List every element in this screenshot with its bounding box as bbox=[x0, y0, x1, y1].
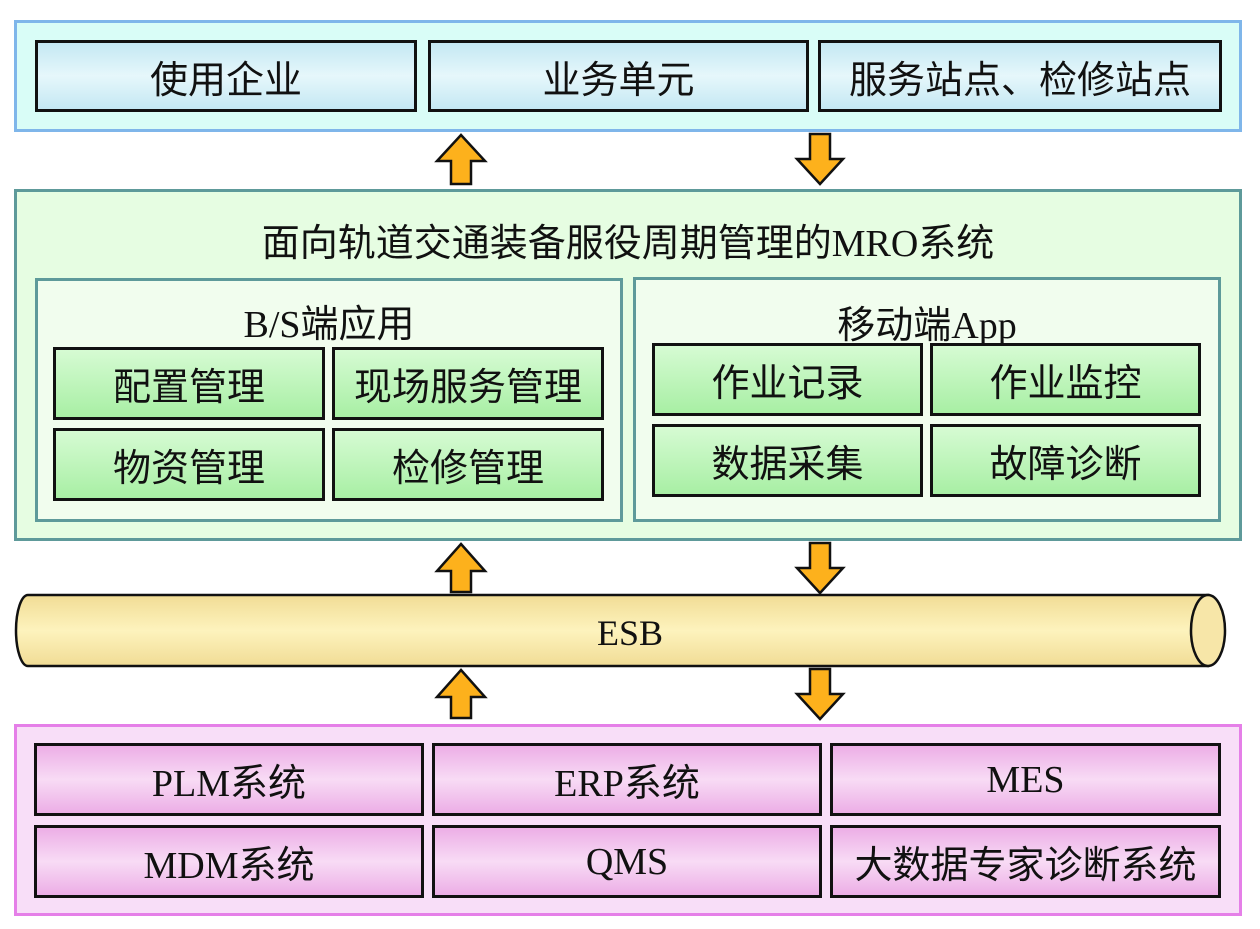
system-big-data-expert-diagnosis: 大数据专家诊断系统 bbox=[830, 825, 1221, 898]
arrow-up-icon bbox=[434, 133, 488, 186]
arrow-down-icon bbox=[794, 541, 846, 595]
arrow-up-icon bbox=[434, 668, 488, 720]
module-work-monitoring: 作业监控 bbox=[930, 343, 1201, 416]
module-label: 作业监控 bbox=[989, 363, 1142, 405]
arrow-down-icon bbox=[794, 132, 846, 186]
module-label: 配置管理 bbox=[112, 367, 265, 409]
esb-bus-end bbox=[1189, 593, 1227, 668]
module-fault-diagnosis: 故障诊断 bbox=[930, 424, 1201, 497]
system-label: 大数据专家诊断系统 bbox=[854, 845, 1197, 887]
mobile-app-title: 移动端App bbox=[837, 305, 1017, 347]
module-data-collection: 数据采集 bbox=[652, 424, 923, 497]
module-label: 物资管理 bbox=[112, 448, 265, 490]
esb-label: ESB bbox=[596, 613, 664, 653]
module-label: 数据采集 bbox=[711, 444, 864, 486]
module-label: 检修管理 bbox=[391, 448, 544, 490]
top-box-label: 使用企业 bbox=[149, 59, 302, 102]
system-erp: ERP系统 bbox=[432, 743, 822, 816]
system-qms: QMS bbox=[432, 825, 822, 898]
module-field-service-management: 现场服务管理 bbox=[332, 347, 604, 420]
module-work-record: 作业记录 bbox=[652, 343, 923, 416]
system-label: MES bbox=[986, 758, 1065, 801]
module-label: 现场服务管理 bbox=[353, 367, 582, 409]
system-plm: PLM系统 bbox=[34, 743, 424, 816]
arrow-down-icon bbox=[794, 667, 846, 721]
bs-app-title: B/S端应用 bbox=[243, 304, 415, 346]
top-box-label: 业务单元 bbox=[542, 59, 695, 102]
system-mes: MES bbox=[830, 743, 1221, 816]
mro-system-title: 面向轨道交通装备服役周期管理的MRO系统 bbox=[261, 223, 995, 265]
module-maintenance-management: 检修管理 bbox=[332, 428, 604, 501]
module-label: 作业记录 bbox=[711, 363, 864, 405]
top-box-business-unit: 业务单元 bbox=[428, 40, 809, 112]
arrow-up-icon bbox=[434, 542, 488, 594]
top-box-using-enterprise: 使用企业 bbox=[35, 40, 417, 112]
system-label: MDM系统 bbox=[143, 845, 315, 887]
top-box-label: 服务站点、检修站点 bbox=[848, 59, 1191, 102]
system-mdm: MDM系统 bbox=[34, 825, 424, 898]
module-label: 故障诊断 bbox=[989, 444, 1142, 486]
module-config-management: 配置管理 bbox=[53, 347, 325, 420]
top-box-service-stations: 服务站点、检修站点 bbox=[818, 40, 1222, 112]
system-label: ERP系统 bbox=[554, 763, 700, 805]
module-material-management: 物资管理 bbox=[53, 428, 325, 501]
system-label: PLM系统 bbox=[151, 763, 307, 805]
esb-bus-body bbox=[14, 593, 1210, 668]
system-label: QMS bbox=[585, 840, 669, 883]
